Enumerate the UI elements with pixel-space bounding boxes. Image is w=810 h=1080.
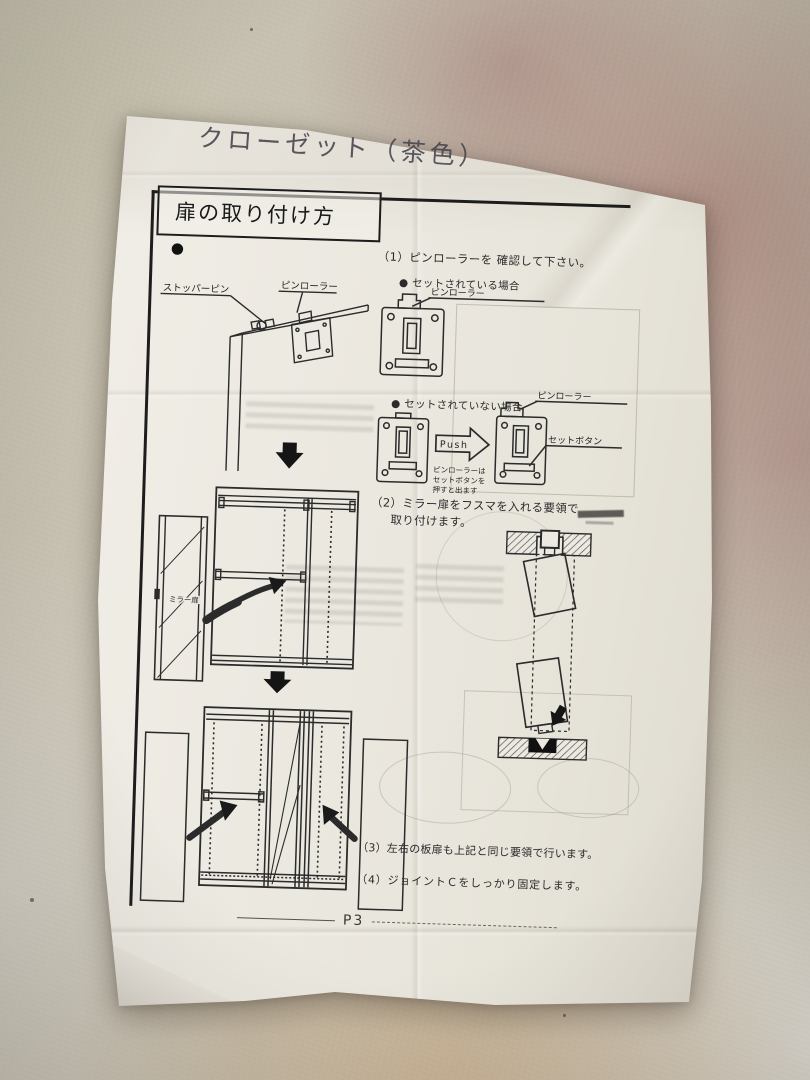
pin-roller-label: ピンローラー [281,280,338,293]
down-arrow-icon [263,671,292,694]
cabinet-frame [198,706,353,891]
pin-roller-not-set-diagram: Push ピンローラーは セットボタンを 押すと出ます ピンローラー セット [376,390,628,495]
push-arrow-icon [434,426,491,463]
top-rail [505,529,592,557]
push-note-line3: 押すと出ます [432,484,477,495]
tilted-door-upper [522,552,577,618]
right-arrow-head [322,804,340,825]
right-insert-arrow [327,813,358,843]
bullet-marker: ● [170,238,185,258]
bottom-rail [497,736,588,761]
stopper-pin-label: ストッパーピン [163,283,230,296]
pin-roller-label: ピンローラー [430,287,484,300]
tilted-door-lower [515,657,569,735]
cabinet-frame [209,486,360,670]
left-insert-arrow [186,809,227,841]
left-panel-door [139,731,190,903]
section-title-box: 扉の取り付け方 [156,185,382,243]
step-2-text-line2: 取り付けます。 [390,512,473,530]
stopper-pin-part [250,318,276,331]
stopper-pin-door-diagram: ストッパーピン ピンローラー [160,280,369,471]
panel-doors-cabinet-diagram [139,706,409,912]
down-arrow-icon [550,704,567,726]
mirror-door-label: ミラー扉 [169,594,200,605]
mirror-door-cabinet-diagram: ミラー扉 [153,486,360,694]
page-title: 扉の取り付け方 [174,199,337,229]
carpet-speck [30,898,34,902]
push-note-line2: セットボタンを [433,475,486,486]
pin-roller-label: ピンローラー [537,390,591,403]
printed-content: 扉の取り付け方 ● （1）ピンローラーを 確認して下さい。 ● セットされている… [123,182,648,987]
push-label: Push [440,439,469,451]
push-note-line1: ピンローラーは [433,465,486,476]
installed-mirror-door [263,710,306,888]
set-button-label: セットボタン [548,435,602,448]
door-insertion-diagram [497,529,592,761]
step-1-text: （1）ピンローラーを 確認して下さい。 [377,249,592,270]
paper-crease [98,170,712,179]
carpet-speck [250,28,253,31]
bleed-through-text-smudge [414,563,505,611]
footer-rule-left [236,916,335,921]
left-arrow-head [219,800,238,821]
page-number: P3 [342,912,365,930]
carpet-speck [563,1014,566,1017]
pin-roller-retracted [376,412,430,484]
footer-rule-right [372,920,558,928]
right-panel-door [357,738,409,912]
down-arrow-icon [275,442,304,469]
roller-pin [397,293,422,310]
pin-roller-part [290,310,334,364]
mirror-door [153,514,209,682]
pin-roller-extended [494,401,548,486]
door-final-position-outline [530,553,576,733]
insert-arrow-head [268,576,287,595]
pin-roller-set-diagram: ピンローラー [379,287,545,377]
ink-smudge [577,509,624,518]
